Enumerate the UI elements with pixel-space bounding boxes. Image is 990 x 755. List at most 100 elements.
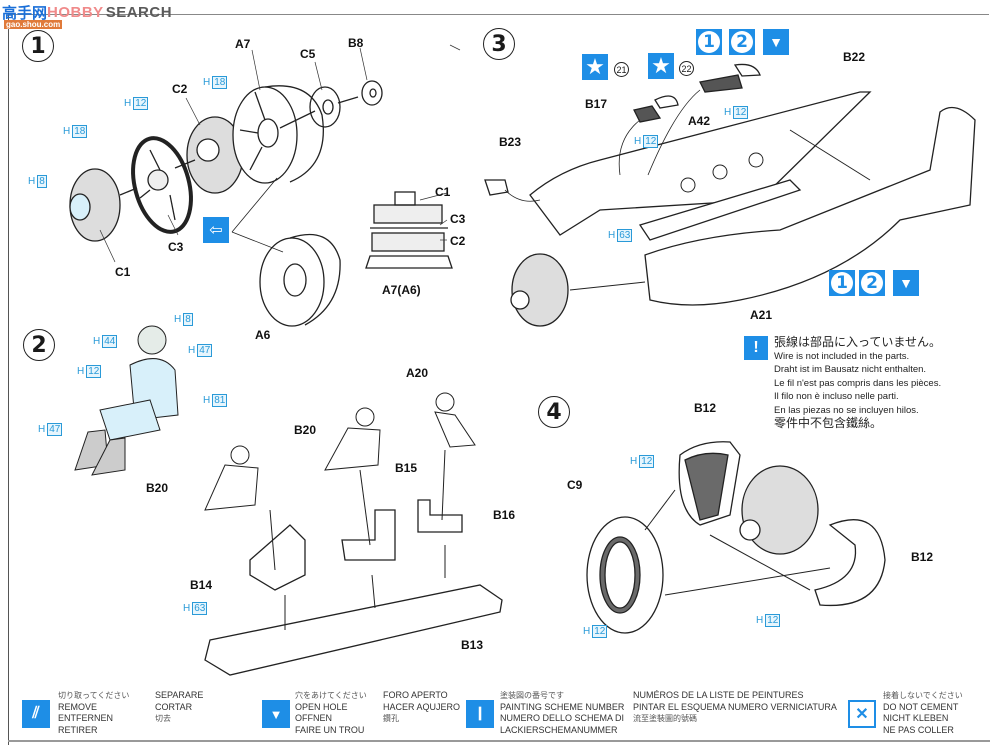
cowling-a6 <box>259 233 341 327</box>
open-hole-icon: ▼ <box>763 29 789 55</box>
part-label-b20-middle: B20 <box>294 423 317 437</box>
paint-code: H <box>203 395 211 406</box>
part-label-a20: A20 <box>406 366 429 380</box>
legend-text: REMOVE <box>58 701 98 712</box>
legend-text: NUMERO DELLO SCHEMA DI <box>500 713 625 723</box>
engine-unit <box>510 253 569 327</box>
cap-b8 <box>361 80 383 106</box>
legend-text: DO NOT CEMENT <box>883 701 959 712</box>
paint-number: 12 <box>133 97 149 110</box>
legend-painting-col2: NUMÉROS DE LA LISTE DE PEINTURES PINTAR … <box>633 690 837 725</box>
legend-text: ENTFERNEN <box>58 713 114 723</box>
step-3-number: 3 <box>483 28 515 60</box>
paint-number: 8 <box>183 313 193 326</box>
paint-number: 47 <box>47 423 63 436</box>
engine-rear-c2 <box>186 116 244 194</box>
scheme-2-icon-lower: 2 <box>859 270 885 296</box>
note-line: Wire is not included in the parts. <box>774 350 910 362</box>
legend-text: 接着しないでください <box>883 691 963 700</box>
paint-number: 12 <box>639 455 655 468</box>
paint-code: H <box>38 424 46 435</box>
paint-code: H <box>608 230 616 241</box>
note-line: Draht ist im Bausatz nicht enthalten. <box>774 364 927 375</box>
legend-text: PAINTING SCHEME NUMBER <box>500 701 625 712</box>
part-label-c9: C9 <box>567 478 583 492</box>
pilot-figure <box>74 325 179 476</box>
detail-stack <box>365 191 453 269</box>
scheme-number: 2 <box>861 272 883 294</box>
legend-no-cement: 接着しないでください DO NOT CEMENT NICHT KLEBEN NE… <box>883 690 963 736</box>
step-2-number: 2 <box>23 329 55 361</box>
paint-code: H <box>63 126 71 137</box>
detail-label-c1: C1 <box>435 185 451 199</box>
part-label-b14: B14 <box>190 578 213 592</box>
watermark-cn: 高手网 <box>2 4 48 22</box>
legend-text: 塗装図の番号です <box>500 691 564 700</box>
scheme-number: 1 <box>698 31 720 53</box>
part-label-b16: B16 <box>493 508 516 522</box>
part-label-b15: B15 <box>395 461 418 475</box>
legend-text: NE PAS COLLER <box>883 724 954 735</box>
paint-number: 44 <box>102 335 118 348</box>
paint-number: 81 <box>212 394 228 407</box>
canopy-parts <box>633 63 761 123</box>
paint-code: H <box>93 336 101 347</box>
part-label-b12-lower: B12 <box>911 550 934 564</box>
note-line: En las piezas no se incluyen hilos. <box>774 404 919 416</box>
paint-code: H <box>77 366 85 377</box>
paint-number: 47 <box>197 344 213 357</box>
scheme-1-icon-lower: 1 <box>829 270 855 296</box>
paint-code: H <box>583 626 591 637</box>
legend-open-hole-col1: 穴をあけてください OPEN HOLE OFFNEN FAIRE UN TROU <box>295 690 367 736</box>
paint-code: H <box>28 176 36 187</box>
legend-text: 流至塗裝圖的號碼 <box>633 714 697 723</box>
step-1-number: 1 <box>22 30 54 62</box>
legend-text: 切り取ってください <box>58 691 130 700</box>
cowl-b12-lower <box>814 519 886 607</box>
paint-number: 12 <box>86 365 102 378</box>
paint-code: H <box>630 456 638 467</box>
legend-text: HACER AQUJERO <box>383 701 461 712</box>
paint-code: H <box>188 345 196 356</box>
step-4-number: 4 <box>538 396 570 428</box>
paint-code: H <box>724 107 732 118</box>
do-not-cement-icon: ✕ <box>848 700 876 728</box>
remove-icon: ⫽ <box>22 700 50 728</box>
paint-code: H <box>203 77 211 88</box>
wire-note-lines: 張線は部品に入っていません。 Wire is not included in t… <box>774 335 941 431</box>
part-label-c1: C1 <box>115 265 131 279</box>
detail-label-c3: C3 <box>450 212 466 226</box>
part-label-c3: C3 <box>168 240 184 254</box>
paint-number: 8 <box>37 175 47 188</box>
legend-text: 穴をあけてください <box>295 691 367 700</box>
legend-text: PINTAR EL ESQUEMA NUMERO VERNICIATURA <box>633 701 837 712</box>
alternative-part-icon: ⇦ <box>203 217 229 243</box>
legend-text: LACKIERSCHEMANUMMER <box>500 724 618 735</box>
seat-rail-b13 <box>204 584 503 676</box>
legend-text: RETIRER <box>58 724 98 735</box>
engine-core <box>739 465 819 555</box>
paint-number: 12 <box>643 135 659 148</box>
part-label-a21: A21 <box>750 308 773 322</box>
paint-number: 12 <box>733 106 749 119</box>
propeller-ring-c3 <box>131 136 193 234</box>
paint-number: 63 <box>192 602 208 615</box>
paint-code: H <box>756 615 764 626</box>
detail-label-c2: C2 <box>450 234 466 248</box>
part-label-a42: A42 <box>688 114 711 128</box>
decal-star-icon: ★ <box>648 53 674 79</box>
legend-text: 鑽孔 <box>383 714 399 723</box>
paint-number: 12 <box>592 625 608 638</box>
